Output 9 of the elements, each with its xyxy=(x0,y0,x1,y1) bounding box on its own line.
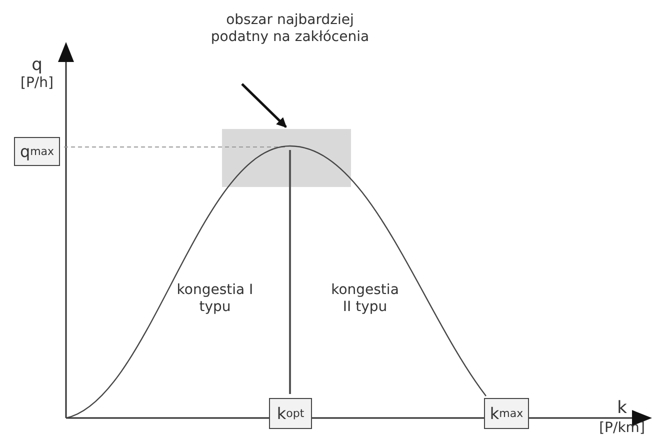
arrow xyxy=(241,83,287,128)
axis-label: k xyxy=(616,398,628,418)
axis-unit: [P/km] xyxy=(598,420,646,437)
axis-unit: [P/h] xyxy=(20,75,54,92)
region-label: kongestia II typu xyxy=(330,282,400,316)
axis-label: q xyxy=(30,55,44,76)
annotation-text: obszar najbardziej podatny na zakłócenia xyxy=(200,12,380,46)
region-label: kongestia I typu xyxy=(176,282,254,316)
highlight-area xyxy=(222,129,351,187)
